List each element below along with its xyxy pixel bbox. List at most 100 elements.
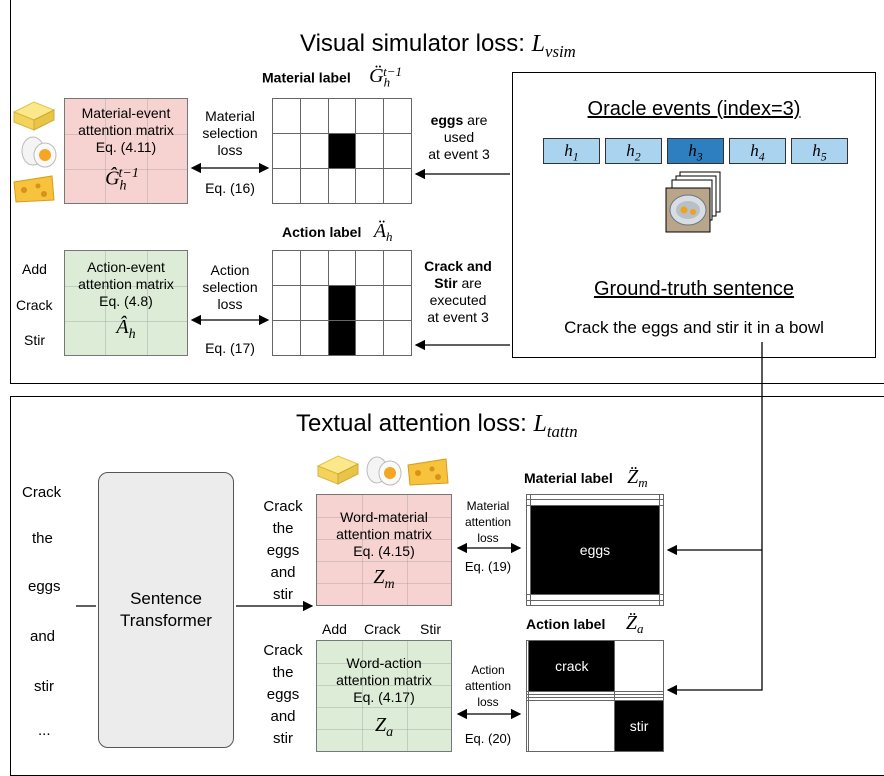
eggs-bold: eggs [430, 112, 464, 128]
action-word-crack: Crack [16, 297, 53, 313]
eggs-note: eggs are used at event 3 [414, 112, 504, 163]
bottom-material-label-header: Material label Z̈m [524, 466, 648, 491]
action-label-symbol: Z̈ [625, 612, 637, 634]
row-word: and [270, 564, 296, 581]
material-cell-eggs: eggs [530, 504, 660, 596]
ev-sym: h [812, 141, 821, 160]
material-label-text: Material label [262, 69, 351, 86]
row-word: Crack [263, 498, 303, 515]
action-label-sub: h [386, 229, 393, 245]
loss-line2: selection [202, 125, 258, 141]
action-attention-eq: Eq. (20) [464, 731, 512, 746]
word-action-line2: attention matrix [336, 672, 432, 688]
action-matrix-line1: Action-event [87, 259, 165, 275]
col-word-crack: Crack [364, 621, 401, 637]
material-label-symbol: G̈ [369, 65, 384, 88]
word-action-line1: Word-action [346, 655, 422, 671]
col-word-add: Add [322, 621, 347, 637]
material-matrix-symbol: Ĝht−1 [65, 165, 187, 195]
sym: Â [116, 316, 129, 338]
material-label-sub: h [383, 74, 391, 90]
action-selection-loss: Action selection loss [192, 262, 268, 313]
bottom-action-label-header: Action label Z̈a [526, 612, 643, 637]
input-word-1: Crack [22, 484, 62, 501]
ev-sym: h [564, 141, 573, 160]
action-label-symbol: Ä [373, 220, 387, 242]
bottom-action-label-grid: crack stir [525, 640, 664, 752]
ev-sym: h [626, 141, 635, 160]
video-frames-icon [664, 168, 724, 236]
action-cell-stir: stir [614, 700, 664, 752]
material-selection-loss: Material selection loss [192, 108, 268, 159]
row-word: Crack [263, 642, 303, 659]
loss-line2: attention [464, 515, 512, 529]
eggs-line3: at event 3 [428, 146, 490, 162]
input-word-4: and [30, 628, 56, 645]
input-word-2: the [32, 530, 53, 547]
crack-line1: Crack and [424, 258, 492, 274]
action-row-words: Crack the eggs and stir [254, 640, 312, 750]
ev-sub: 4 [758, 149, 765, 164]
eggs-line2: used [443, 129, 475, 145]
action-label-text: Action label [282, 224, 362, 240]
loss-line3: loss [477, 531, 499, 545]
crack-line2a: Stir [434, 275, 458, 291]
egg-icon [18, 135, 58, 169]
word-action-symbol: Za [317, 714, 451, 741]
oracle-title: Oracle events (index=3) [587, 98, 801, 120]
sym: Z [374, 714, 387, 736]
loss-line1: Action [471, 663, 505, 677]
sym: Ĝ [105, 167, 120, 190]
sym-sub: m [384, 577, 395, 592]
ev-sym: h [688, 141, 697, 160]
material-matrix-line1: Material-event [81, 105, 171, 121]
material-label-grid [272, 98, 412, 204]
row-word: eggs [266, 542, 300, 559]
action-loss-eq: Eq. (17) [205, 340, 255, 356]
material-event-attention-matrix: Material-event attention matrix Eq. (4.1… [64, 98, 188, 204]
ground-truth-sentence: Crack the eggs and stir it in a bowl [564, 318, 824, 337]
cheese-icon [406, 455, 450, 487]
col-word-stir: Stir [420, 621, 441, 637]
action-label-text: Action label [526, 616, 606, 632]
row-word: stir [273, 586, 293, 603]
action-label-active-cell-crack [327, 285, 357, 321]
ev-sub: 3 [696, 149, 703, 164]
title-symbol: L [533, 411, 547, 437]
loss-line3: loss [217, 142, 243, 158]
egg-icon [364, 454, 404, 488]
action-label-active-cell-stir [327, 320, 357, 356]
loss-line3: loss [477, 695, 499, 709]
word-material-attention-matrix: Word-material attention matrix Eq. (4.15… [316, 494, 452, 606]
action-label-header: Action label Äh [282, 220, 393, 245]
word-material-line1: Word-material [340, 509, 428, 525]
loss-line2: attention [464, 679, 512, 693]
action-label-grid [272, 250, 412, 356]
word-material-line3: Eq. (4.15) [353, 543, 415, 559]
material-attention-eq: Eq. (19) [464, 559, 512, 574]
material-matrix-line2: attention matrix [78, 122, 174, 138]
sym-sub: h [128, 327, 136, 342]
ground-truth-title: Ground-truth sentence [593, 278, 795, 300]
input-word-ellipsis: ... [38, 722, 51, 739]
ev-sub: 1 [572, 149, 579, 164]
ev-sub: 5 [820, 149, 827, 164]
event-h1: h1 [543, 138, 600, 164]
title-text: Visual simulator loss: [300, 30, 532, 57]
transformer-line2: Transformer [120, 611, 212, 630]
bottom-material-label-grid: eggs [525, 493, 665, 607]
material-label-active-cell [327, 133, 357, 169]
title-sub: tattn [546, 421, 578, 441]
row-word: the [272, 520, 294, 537]
title-text: Textual attention loss: [296, 410, 534, 437]
material-label-text: Material label [524, 470, 613, 486]
row-word: and [270, 708, 296, 725]
crack-line2b: are [457, 275, 482, 291]
word-action-line3: Eq. (4.17) [353, 689, 415, 705]
visual-simulator-title: Visual simulator loss: Lvsim [300, 30, 576, 62]
material-attention-loss: Material attention loss [456, 498, 520, 546]
action-matrix-symbol: Âh [65, 316, 187, 343]
action-attention-loss: Action attention loss [456, 662, 520, 710]
